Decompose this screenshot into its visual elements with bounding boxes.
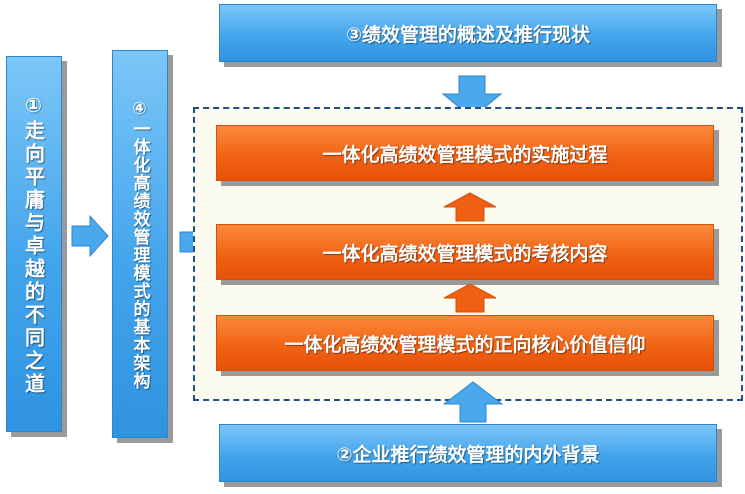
up-arrow-icon — [442, 381, 504, 423]
up-arrow-icon — [443, 283, 497, 313]
inner-box-assessment-text: 一体化高绩效管理模式的考核内容 — [322, 242, 608, 265]
left-box-1: ①走向平庸与卓越的不同之道 — [6, 56, 62, 432]
inner-box-core-values-text: 一体化高绩效管理模式的正向核心价值信仰 — [284, 333, 646, 356]
inner-box-core-values: 一体化高绩效管理模式的正向核心价值信仰 — [216, 315, 714, 371]
top-box-3: ③绩效管理的概述及推行现状 — [219, 4, 717, 62]
bottom-box-2-text: ②企业推行绩效管理的内外背景 — [336, 443, 600, 466]
up-arrow-icon — [443, 192, 497, 222]
bottom-box-2: ②企业推行绩效管理的内外背景 — [219, 424, 717, 482]
top-box-3-text: ③绩效管理的概述及推行现状 — [345, 23, 591, 46]
down-arrow-icon — [441, 75, 503, 119]
right-arrow-icon — [71, 214, 109, 258]
left-box-4: ④一体化高绩效管理模式的基本架构 — [112, 50, 168, 438]
inner-box-implementation-text: 一体化高绩效管理模式的实施过程 — [322, 143, 608, 166]
inner-box-assessment: 一体化高绩效管理模式的考核内容 — [216, 224, 714, 280]
left-box-4-text: ④一体化高绩效管理模式的基本架构 — [129, 98, 150, 390]
inner-box-implementation: 一体化高绩效管理模式的实施过程 — [216, 125, 714, 181]
left-box-1-text: ①走向平庸与卓越的不同之道 — [21, 92, 46, 396]
